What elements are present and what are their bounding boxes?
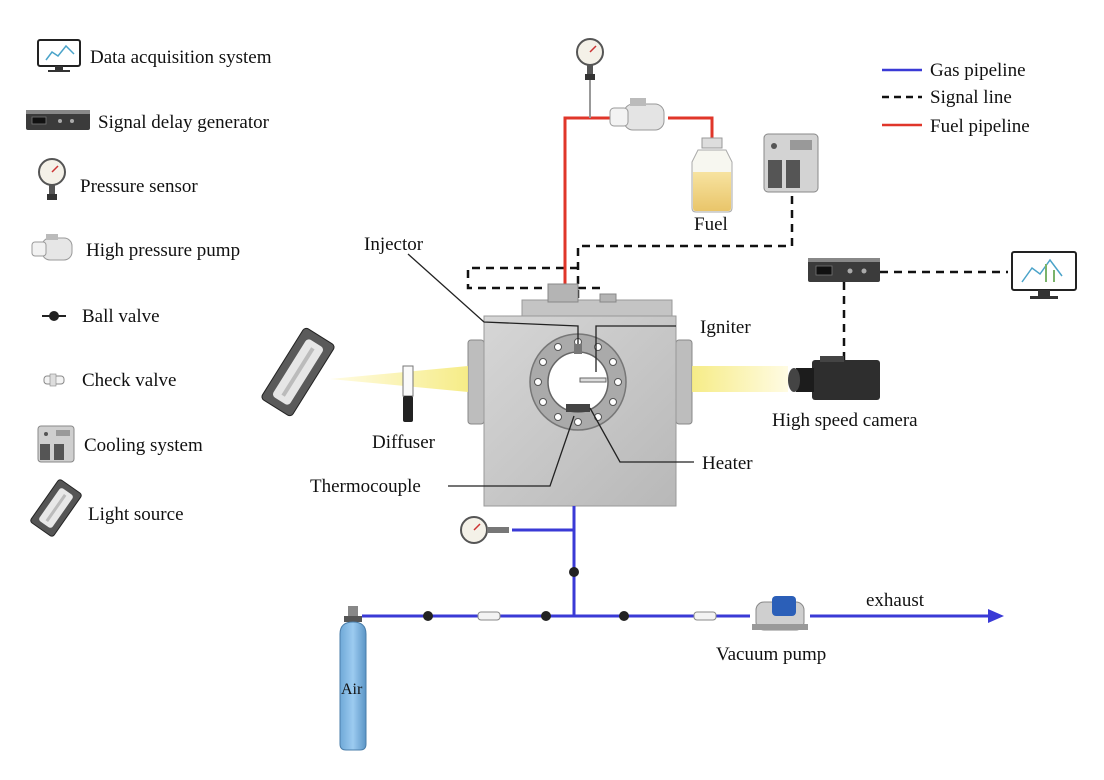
air-label: Air: [341, 681, 363, 698]
high-speed-camera-label: High speed camera: [772, 410, 918, 431]
legend-line-label-signal: Signal line: [930, 87, 1012, 108]
light-source-device: [261, 327, 335, 417]
exhaust-label: exhaust: [866, 590, 925, 611]
legend-left: Data acquisition system Signal delay gen…: [26, 39, 272, 537]
pressure-gauge-icon: [38, 158, 66, 200]
legend-line-label-fuel: Fuel pipeline: [930, 116, 1030, 137]
signal-delay-generator-device: [808, 258, 880, 282]
monitor-icon: [37, 39, 81, 72]
legend-label-delay-generator: Signal delay generator: [98, 112, 270, 133]
leader-lines: [407, 253, 694, 487]
legend-label-cooling-system: Cooling system: [84, 435, 203, 456]
left-light-beam: [330, 366, 468, 392]
check-valve-icon: [43, 373, 65, 387]
fuel-bottle-icon: [691, 137, 733, 213]
gas-check-valves: [477, 611, 717, 621]
combustion-chamber: [467, 283, 693, 507]
legend-lines: Gas pipeline Signal line Fuel pipeline: [882, 60, 1030, 137]
heater-label: Heater: [702, 453, 753, 474]
cooling-system-device: [763, 133, 819, 193]
legend-label-pressure-sensor: Pressure sensor: [80, 176, 198, 197]
signal-lines: [466, 196, 1008, 360]
fuel-label: Fuel: [694, 214, 728, 235]
legend-label-ball-valve: Ball valve: [82, 306, 160, 327]
legend-label-data-acquisition: Data acquisition system: [90, 47, 272, 68]
legend-line-label-gas: Gas pipeline: [930, 60, 1026, 81]
legend-label-light-source: Light source: [88, 504, 184, 525]
bottom-pressure-gauge-icon: [460, 516, 509, 544]
top-pressure-gauge-icon: [576, 38, 604, 80]
cooling-system-icon: [37, 425, 75, 463]
ball-valve-icon: [42, 311, 66, 321]
high-pressure-pump-icon: [609, 98, 665, 131]
right-light-beam: [692, 366, 788, 392]
gas-ball-valves: [423, 567, 629, 621]
igniter-label: Igniter: [700, 317, 751, 338]
legend-label-check-valve: Check valve: [82, 370, 176, 391]
air-cylinder: [339, 606, 367, 751]
diffuser-label: Diffuser: [372, 432, 436, 453]
thermocouple-label: Thermocouple: [310, 476, 421, 497]
delay-generator-icon: [26, 110, 90, 130]
data-acquisition-monitor: [1011, 251, 1077, 299]
light-source-icon: [30, 479, 82, 537]
injector-label: Injector: [364, 234, 424, 255]
diffuser-device: [402, 365, 414, 422]
legend-label-pump: High pressure pump: [86, 240, 240, 261]
fuel-pipeline: [563, 78, 714, 290]
exhaust-arrowhead: [988, 609, 1004, 623]
vacuum-pump-device: [752, 596, 808, 631]
high-speed-camera-device: [788, 356, 880, 400]
pump-icon: [31, 234, 73, 261]
vacuum-pump-label: Vacuum pump: [716, 644, 826, 665]
